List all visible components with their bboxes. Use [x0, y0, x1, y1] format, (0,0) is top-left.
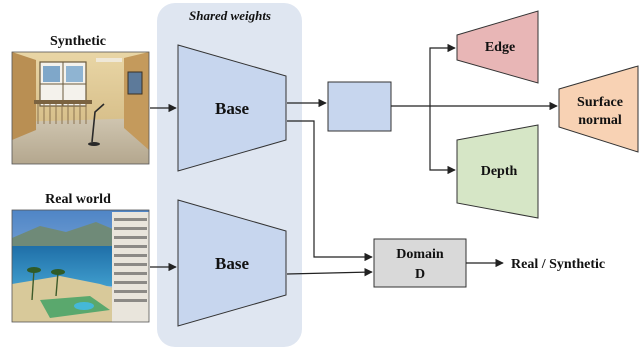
synthetic-image — [11, 51, 150, 165]
domain-label-line2: D — [415, 267, 425, 282]
depth-decoder — [456, 124, 539, 219]
synthetic-label: Synthetic — [50, 34, 106, 49]
base-encoder-bottom — [177, 199, 287, 327]
real-world-image — [11, 209, 150, 323]
depth-decoder-label: Depth — [481, 164, 518, 179]
latent-feature-box — [327, 81, 392, 132]
arrow-base-bottom-to-domain — [286, 267, 373, 277]
arrow-latent-to-depth — [429, 106, 456, 175]
base-encoder-bottom-label: Base — [215, 254, 249, 273]
surface-normal-label-line2: normal — [578, 113, 622, 128]
base-encoder-top — [177, 44, 287, 172]
base-encoder-top-label: Base — [215, 99, 249, 118]
surface-normal-label-line1: Surface — [577, 95, 623, 110]
shared-weights-label: Shared weights — [189, 8, 271, 23]
edge-decoder — [456, 10, 539, 84]
surface-normal-decoder — [558, 65, 639, 153]
arrow-base-top-to-domain — [287, 120, 373, 262]
domain-discriminator-box — [373, 238, 467, 288]
domain-label-line1: Domain — [396, 247, 444, 262]
real-world-label: Real world — [45, 192, 111, 207]
edge-decoder-label: Edge — [485, 40, 515, 55]
arrow-latent-to-edge — [391, 43, 456, 107]
real-synthetic-output-label: Real / Synthetic — [511, 257, 605, 272]
